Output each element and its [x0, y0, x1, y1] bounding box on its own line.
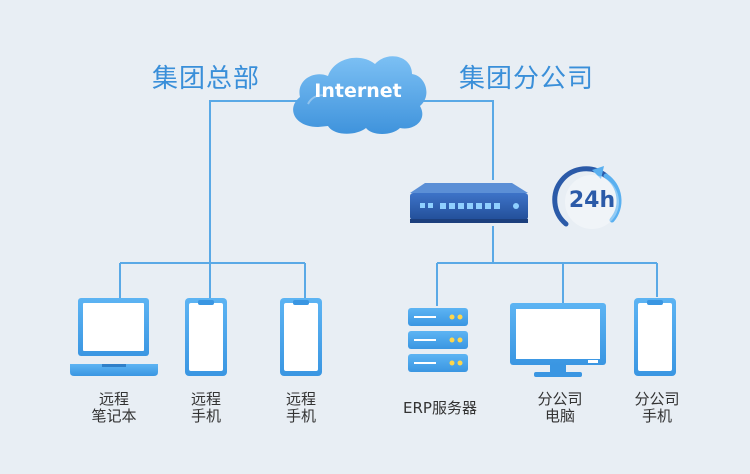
laptop-icon	[70, 298, 158, 376]
phone-icon	[280, 298, 322, 376]
phone1-label: 远程 手机	[170, 391, 242, 425]
laptop-label: 远程 笔记本	[70, 391, 158, 425]
phone-icon	[185, 298, 227, 376]
desktop-label-line2: 电脑	[544, 407, 575, 425]
24h-service-icon	[552, 166, 622, 229]
internet-label: Internet	[314, 80, 402, 102]
desktop-label-line1: 分公司	[537, 390, 583, 408]
phone2-label-line2: 手机	[285, 407, 316, 425]
phone2-label-line1: 远程	[285, 390, 316, 408]
phone3-label-line2: 手机	[641, 407, 672, 425]
connection-lines	[119, 100, 658, 306]
laptop-label-line2: 笔记本	[91, 407, 137, 425]
phone2-label: 远程 手机	[265, 391, 337, 425]
server-label: ERP服务器	[390, 400, 490, 417]
laptop-label-line1: 远程	[98, 390, 129, 408]
desktop-label: 分公司 电脑	[520, 391, 600, 425]
hq-title: 集团总部	[152, 64, 261, 94]
network-switch-icon	[410, 183, 528, 223]
phone1-label-line2: 手机	[190, 407, 221, 425]
server-icon	[408, 308, 468, 372]
24h-label: 24h	[568, 188, 616, 213]
phone3-label-line1: 分公司	[634, 390, 680, 408]
branch-uplink	[410, 100, 494, 180]
phone1-label-line1: 远程	[190, 390, 221, 408]
hq-uplink	[209, 100, 300, 263]
phone3-label: 分公司 手机	[617, 391, 697, 425]
phone-icon	[634, 298, 676, 376]
branch-title: 集团分公司	[459, 64, 595, 94]
internet-cloud-icon	[293, 56, 427, 134]
desktop-monitor-icon	[510, 303, 606, 377]
server-label-line1: ERP服务器	[403, 399, 477, 417]
